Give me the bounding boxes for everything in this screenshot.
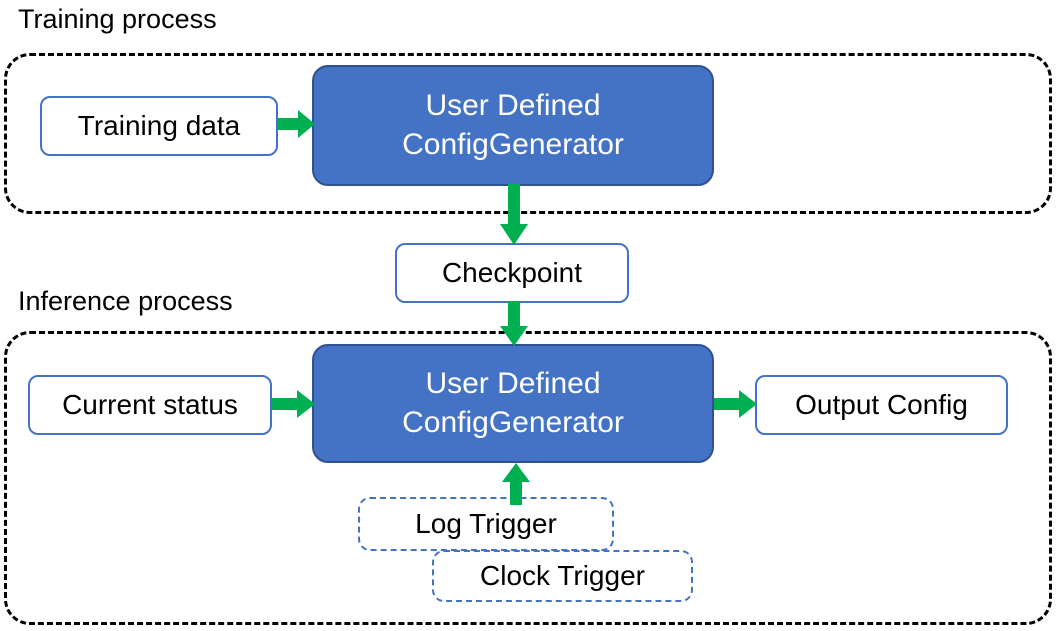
inference-process-caption: Inference process: [18, 286, 233, 316]
training-process-caption: Training process: [18, 4, 217, 34]
node-generator-inference-line2: ConfigGenerator: [402, 405, 624, 439]
node-output-config-label: Output Config: [795, 388, 968, 420]
node-current-status-label: Current status: [62, 388, 238, 420]
node-checkpoint[interactable]: Checkpoint: [395, 243, 629, 303]
node-log-trigger-label: Log Trigger: [415, 507, 557, 539]
node-clock-trigger[interactable]: Clock Trigger: [432, 550, 693, 602]
node-checkpoint-label: Checkpoint: [441, 256, 583, 288]
node-output-config[interactable]: Output Config: [755, 375, 1008, 435]
node-training-data[interactable]: Training data: [40, 96, 278, 156]
node-training-data-label: Training data: [77, 109, 241, 141]
node-generator-training-line1: User Defined: [425, 89, 601, 123]
node-current-status[interactable]: Current status: [28, 375, 272, 435]
node-generator-inference-line1: User Defined: [425, 367, 601, 401]
node-user-defined-config-generator-inference[interactable]: User Defined ConfigGenerator: [312, 344, 714, 463]
node-clock-trigger-label: Clock Trigger: [480, 559, 645, 591]
inference-process-group: [4, 331, 1052, 625]
node-user-defined-config-generator-training[interactable]: User Defined ConfigGenerator: [312, 65, 714, 186]
node-log-trigger[interactable]: Log Trigger: [358, 497, 614, 551]
training-process-group: [4, 53, 1052, 214]
node-generator-training-line2: ConfigGenerator: [402, 127, 624, 161]
